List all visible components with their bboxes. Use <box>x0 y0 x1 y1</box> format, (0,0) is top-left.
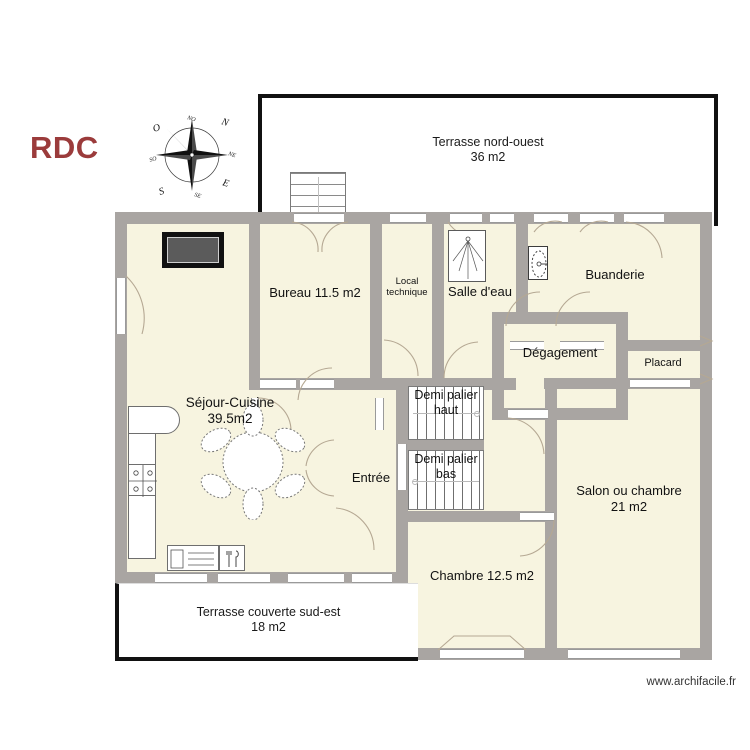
fireplace <box>162 232 224 268</box>
wall-outer-left <box>115 212 127 584</box>
exterior-stair <box>290 172 346 218</box>
door-buanderie-north-small-2 <box>579 220 610 234</box>
room-salon-ou-chambre <box>556 378 700 648</box>
window-sejour-south-2 <box>218 573 270 583</box>
window-buanderie-north-2 <box>580 213 614 223</box>
cooktop <box>128 464 157 497</box>
label-entree: Entrée <box>351 470 391 485</box>
wall-degagement-top <box>492 312 628 324</box>
arc-sejour-west <box>125 275 146 338</box>
washbasin <box>528 246 548 280</box>
site-footer: www.archifacile.fr <box>646 676 736 688</box>
terrace-nord-ouest-label: Terrasse nord-ouest 36 m2 <box>432 135 544 164</box>
door-buanderie-north-small-1 <box>533 220 564 234</box>
shower <box>448 230 486 282</box>
wall-bureau-local <box>370 212 382 390</box>
window-entree-interior <box>397 444 407 490</box>
window-chambre-south <box>440 649 524 659</box>
room-placard <box>625 350 700 378</box>
window-buanderie-north-1 <box>534 213 568 223</box>
label-local-technique: Local technique <box>386 276 428 298</box>
compass-label-est: E <box>220 177 230 190</box>
wall-stair-divider <box>408 439 484 450</box>
door-bureau-south <box>297 367 333 402</box>
window-sejour-south-3 <box>288 573 344 583</box>
room-hall-strip <box>556 350 616 378</box>
compass-label-north: N <box>219 116 231 129</box>
window-chambre-door <box>520 512 554 521</box>
stair-label-bas: Demi palier bas <box>414 452 478 481</box>
door-degagement-salledeau <box>505 290 542 327</box>
label-bureau: Bureau 11.5 m2 <box>269 285 361 300</box>
window-salledeau-north-2 <box>490 213 514 223</box>
compass-rose: N O E S NO NE SE SO <box>142 105 242 205</box>
label-sejour-cuisine: Séjour-Cuisine 39.5m2 <box>185 395 275 426</box>
dining-table <box>193 400 313 520</box>
room-bureau <box>260 224 370 378</box>
handle-placard-top <box>699 335 714 347</box>
compass-label-nord-ouest: NO <box>185 115 196 124</box>
room-local-technique <box>382 224 432 378</box>
compass-label-nord-est: NE <box>226 151 236 159</box>
room-entree <box>333 378 408 572</box>
kitchen-counter-peninsula <box>128 406 180 434</box>
window-bureau-north <box>294 213 344 223</box>
door-degagement-south <box>507 417 548 456</box>
window-bureau-south-2 <box>300 379 334 389</box>
wall-chambre-top <box>396 511 556 522</box>
label-placard: Placard <box>644 357 682 369</box>
window-salon-south <box>568 649 680 659</box>
page-title: RDC <box>30 130 99 165</box>
compass-label-sud-est: SE <box>193 192 202 200</box>
compass-label-ouest: O <box>152 122 162 135</box>
compass-label-sud: S <box>158 186 166 198</box>
window-placard-opening <box>630 379 690 388</box>
window-degagement-opening <box>510 341 544 350</box>
wall-degagement-right <box>616 312 628 420</box>
door-entree-south <box>335 507 376 552</box>
label-chambre: Chambre 12.5 m2 <box>429 568 535 583</box>
terrace-couverte-sud-est: Terrasse couverte sud-est 18 m2 <box>115 583 418 661</box>
door-bureau-west <box>257 397 292 432</box>
door-local-technique <box>382 338 419 377</box>
door-entree-sejour <box>300 439 335 497</box>
window-buanderie-north-3 <box>624 213 664 223</box>
wall-salledeau-buanderie <box>516 212 528 324</box>
wall-local-salledeau <box>432 212 444 390</box>
bay-chambre-south <box>437 634 527 651</box>
window-bureau-door-south <box>260 379 296 389</box>
wall-buanderie-bottom <box>544 378 628 389</box>
window-sejour-south-1 <box>155 573 207 583</box>
handle-placard-bottom <box>699 373 714 385</box>
door-chambre <box>518 519 555 558</box>
label-salle-deau: Salle d'eau <box>448 284 512 299</box>
door-degagement-buanderie <box>555 290 592 327</box>
window-local-north <box>390 213 426 223</box>
label-salon-ou-chambre: Salon ou chambre 21 m2 <box>576 483 682 514</box>
wall-sejour-bureau <box>249 212 260 390</box>
window-buanderie-opening <box>560 341 604 350</box>
window-sejour-west <box>116 278 126 334</box>
window-entree-south <box>352 573 392 583</box>
wall-placard-top <box>616 340 712 351</box>
door-bureau-north <box>291 221 349 256</box>
window-salledeau-north-1 <box>450 213 482 223</box>
wall-degagement-left <box>492 312 504 420</box>
door-salle-deau <box>443 340 480 379</box>
terrace-sud-est-label: Terrasse couverte sud-est 18 m2 <box>196 605 341 634</box>
label-buanderie: Buanderie <box>585 267 645 282</box>
window-bureau-interior <box>375 398 384 430</box>
door-buanderie-north <box>625 221 666 262</box>
label-degagement: Dégagement <box>522 345 598 360</box>
stair-demi-palier-bas <box>408 450 484 510</box>
cutlery-icon <box>219 545 245 571</box>
dishwasher <box>167 545 219 571</box>
stair-label-haut: Demi palier haut <box>414 388 478 417</box>
compass-label-sud-ouest: SO <box>149 156 158 164</box>
room-chambre <box>408 522 556 648</box>
wall-outer-right <box>700 212 712 660</box>
stair-demi-palier-haut <box>408 386 484 440</box>
window-degagement-door <box>508 409 548 419</box>
